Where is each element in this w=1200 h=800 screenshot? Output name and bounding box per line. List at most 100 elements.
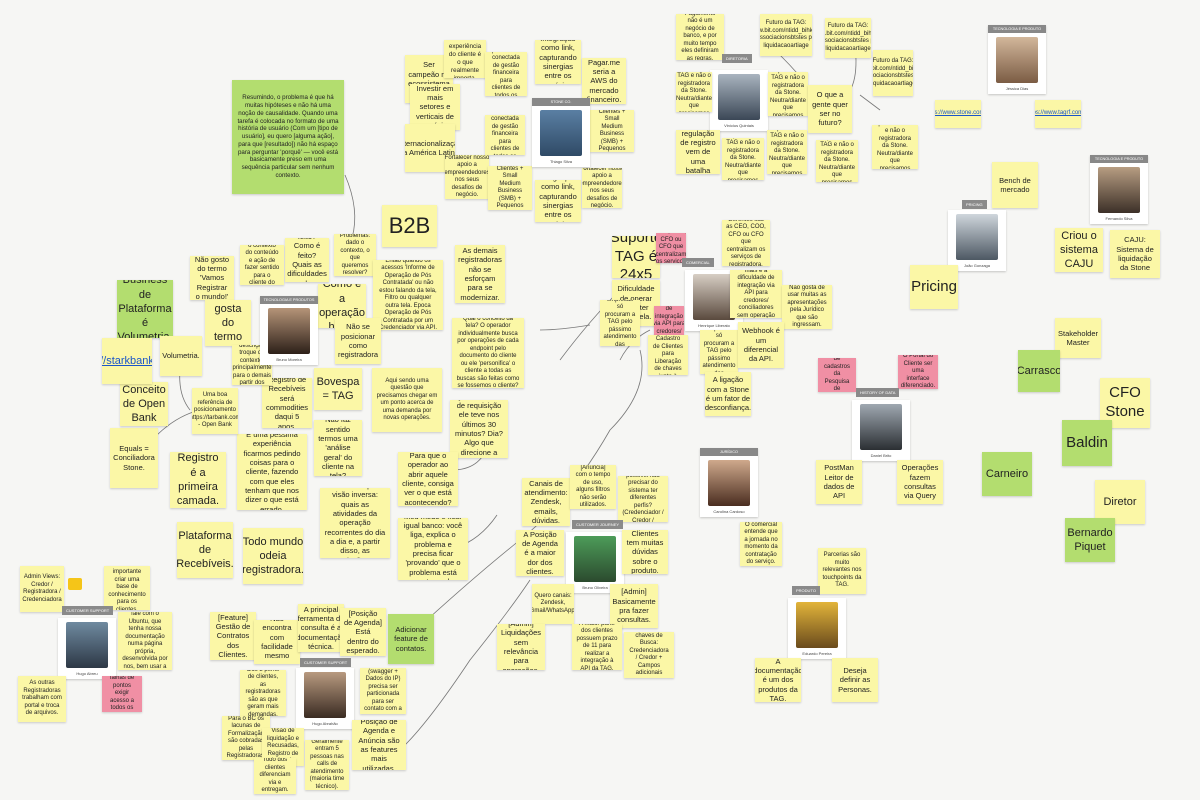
comment-icon[interactable] — [68, 578, 82, 590]
note-tarbank-link[interactable]: https://starkbank.com/ — [102, 338, 152, 384]
note-baldin[interactable]: Baldin — [1062, 420, 1112, 466]
note-stakeholder[interactable]: Stakeholder Master — [1055, 318, 1101, 358]
note-feature-cadastro[interactable]: [Feature] Pré-Cadastro de Clientes para … — [648, 335, 688, 375]
note-tag-nao[interactable]: A TAG tem que ter o TAG e não o registra… — [722, 138, 764, 180]
note-carrasco[interactable]: Carrasco — [1018, 350, 1060, 392]
note-criou[interactable]: Criou o sistema CAJU — [1055, 228, 1103, 272]
note-plataforma-receb[interactable]: Plataforma de Recebíveis. — [177, 522, 233, 578]
note-meu-desejo[interactable]: Meu desejo sincero, que já fale com o Ub… — [118, 612, 172, 670]
note-posicao-agenda[interactable]: A Posição de Agenda é a maior dor dos cl… — [516, 530, 564, 576]
note-carneiro[interactable]: Carneiro — [982, 452, 1032, 496]
note-small-text-3[interactable]: Foco nos Clientes + Small Medium Busines… — [590, 110, 634, 152]
note-auditoria[interactable]: Auditoria do Enquadre de cadastros da Pe… — [818, 358, 856, 392]
note-todo-mundo[interactable]: Todo mundo odeia registradora. — [243, 528, 303, 584]
note-todo-clientes[interactable]: Todo dos clientes diferenciam via e entr… — [254, 758, 296, 794]
profile-card-hugo-abrahao[interactable]: Hugo Abrahão — [296, 668, 354, 729]
profile-card-hugo[interactable]: Hugo Abreu — [58, 618, 116, 679]
note-admin-views[interactable]: Admin Views: Credor / Registradora / Cre… — [20, 566, 64, 612]
note-nao-faz-sentido[interactable]: Não faz sentido termos uma 'análise gera… — [314, 420, 362, 476]
profile-card-daniel[interactable]: Daniel Brito — [852, 400, 910, 461]
note-foco-clientes[interactable]: Foco nos Clientes + Small Medium Busines… — [488, 166, 532, 210]
note-posicao-esperado[interactable]: [Posição de Agenda] Está dentro do esper… — [340, 608, 386, 656]
note-aqui-sendo[interactable]: Aqui sendo uma questão que precisamos ch… — [372, 368, 442, 432]
note-portal[interactable]: O Portal do Cliente ser uma interface di… — [898, 355, 938, 389]
note-caju[interactable]: CAJU: Sistema de liquidação da Stone — [1110, 230, 1160, 278]
note-futuro-small[interactable]: Futuro da TAG: http://www.bit.com/ntidd_… — [825, 18, 871, 58]
note-integracao-1[interactable]: Integração como link, capturando sinergi… — [535, 40, 581, 84]
note-dir-6[interactable]: A TAG tem que ter o TAG e não o registra… — [872, 125, 918, 169]
note-o-que-feito[interactable]: O que é feito? Como é feito? Quais as di… — [285, 238, 329, 282]
note-comercial-small[interactable]: As empresas só procuram a TAG pelo pássi… — [700, 330, 738, 374]
note-regulacao[interactable]: A regulação de registro vem de uma batal… — [676, 130, 720, 174]
note-futuro-tag[interactable]: Futuro da TAG: http://www.bit.com/ntidd_… — [760, 14, 812, 56]
profile-card-thiago[interactable]: Stone Co. Thiago Silva — [532, 98, 590, 167]
note-dir-1[interactable]: A TAG tem que ter o TAG e não o registra… — [676, 72, 712, 112]
note-meu-medo[interactable]: Meu medo é ficar igual banco: você liga,… — [398, 518, 468, 580]
note-gerente[interactable]: Gerentes são as CEO, COO, CFO ou CFO que… — [722, 220, 770, 266]
note-suporte[interactable]: Suporte TAG é 24x5 — [612, 236, 660, 278]
note-canais[interactable]: Canais de atendimento: Zendesk, emails, … — [522, 478, 570, 526]
summary-note[interactable]: Resumindo, o problema é que há muitas hi… — [232, 80, 344, 194]
note-bovespa[interactable]: Bovespa = TAG — [314, 368, 362, 410]
note-posicao-agenda-2[interactable]: Posição de Agenda e Anúncia são as featu… — [352, 720, 406, 770]
note-link-1[interactable]: https://www.stone.com.br — [935, 100, 981, 128]
note-dir-2[interactable]: A TAG tem que ter o TAG e não o registra… — [768, 72, 808, 116]
note-parcerias[interactable]: Parcerias são muito relevantes nos touch… — [818, 548, 866, 594]
note-o-que-gente[interactable]: O que a gente quer ser no futuro? — [808, 85, 852, 133]
note-a-documentacao[interactable]: A documentação (swagger + Dados do IP) p… — [360, 668, 406, 714]
note-dir-3[interactable]: Futuro da TAG: http://www.bit.com/ntidd_… — [873, 50, 913, 96]
note-nao-gosta-usar[interactable]: Não gosta de usar muitas as apresentaçõe… — [782, 285, 832, 329]
note-qual-conceito[interactable]: Qual o conceito da tela? O operador indi… — [452, 318, 524, 388]
note-comercial[interactable]: O comercial entende que a jornada no mom… — [740, 522, 782, 566]
note-dos-3[interactable]: Dos 3 perfis de clientes, as registrador… — [240, 670, 286, 716]
note-maneira[interactable]: O que manca mais é a dificuldade de inte… — [730, 270, 782, 318]
note-registro-receb[interactable]: Registro de Recebíveis será commodities … — [262, 378, 312, 428]
note-webhook[interactable]: Webhook é um diferencial da API. — [738, 322, 784, 368]
profile-card-eduardo[interactable]: Eduardo Pereira — [788, 598, 846, 659]
note-pagamento[interactable]: Pagamento não é um negócio de banco, e p… — [676, 14, 724, 60]
note-equals[interactable]: Equals = Conciliadora Stone. — [110, 428, 158, 488]
note-bernardo[interactable]: Bernardo Piquet — [1065, 518, 1115, 562]
note-o-que-possivel[interactable]: O que é possível não precisar do sistema… — [618, 476, 668, 522]
note-diretor[interactable]: Diretor — [1095, 480, 1145, 524]
profile-card-joao[interactable]: João Gonzaga — [948, 210, 1006, 271]
profile-card-bruno[interactable]: Tecnologia e Produtos Bruno Moreira — [260, 296, 318, 365]
note-pessima[interactable]: É uma péssima experiência ficarmos pedin… — [237, 434, 307, 510]
note-volumetria[interactable]: Volumetria. — [160, 336, 202, 376]
note-quero-canais[interactable]: Quero canais: Zendesk, Gmail/WhatsApp. — [532, 584, 574, 624]
note-small-text-2[interactable]: Fortalecer nosso apoio a empreendedores … — [582, 168, 622, 208]
note-geralmente[interactable]: Geralmente entram 5 pessoas nas calls de… — [305, 740, 349, 790]
profile-card-bruno-oliveira[interactable]: Bruno Oliveira — [566, 532, 624, 593]
b2b-note[interactable]: B2B — [382, 205, 437, 247]
note-admin-liquid[interactable]: [Admin] Liquidações sem relevância para … — [497, 624, 545, 670]
note-dir-5[interactable]: A TAG tem que ter o TAG e não o registra… — [816, 140, 858, 182]
note-pink-2[interactable]: O que manca mais é a dificuldade de inte… — [654, 306, 684, 336]
note-ubuntu-falta[interactable]: Ubuntu falhas de pontos exigir acesso a … — [102, 676, 142, 712]
note-anuncia-enc[interactable]: [Anúncia] Não encontra com facilidade me… — [254, 620, 300, 664]
note-clientes-muitas[interactable]: Clientes tem muitas dúvidas sobre o prod… — [622, 530, 668, 574]
note-demais-reg[interactable]: As demais registradoras não se esforçam … — [455, 245, 505, 303]
note-link-2[interactable]: https://www.tagrf.com.br — [1035, 100, 1081, 128]
note-postman[interactable]: PostMan Leitor de dados de API — [816, 460, 862, 504]
note-operacoes[interactable]: Operações fazem consultas via Query — [897, 460, 943, 504]
note-cfo[interactable]: CFO Stone — [1100, 378, 1150, 428]
note-uma-boa-ref[interactable]: Uma boa referência de posicionamento htt… — [192, 388, 238, 434]
note-small-text-1[interactable]: Construir a plataforma conectada de gest… — [485, 115, 525, 155]
note-feature-gestao[interactable]: [Feature] Gestão de Contratos dos Client… — [210, 612, 256, 660]
note-construir-plataforma[interactable]: Construir a plataforma conectada de gest… — [485, 52, 527, 96]
note-quantos-erros[interactable]: Quantos erros de requisição ele teve nos… — [450, 400, 508, 458]
note-principal-ferr[interactable]: A principal ferramenta de consulta é a d… — [298, 604, 344, 652]
note-bench[interactable]: Bench de mercado — [992, 162, 1038, 208]
note-experiencia[interactable]: A experiência do cliente é o que realmen… — [444, 40, 486, 78]
note-nao-posicionar[interactable]: Não se posicionar como registradora — [335, 318, 381, 364]
note-pink-1[interactable]: Gerentes são as CEO, COO, CFO ou CFO que… — [656, 233, 686, 263]
note-ligacao[interactable]: A ligação com a Stone é um fator de desc… — [705, 372, 751, 416]
profile-card-vinicius[interactable]: Vinícius Quintais — [710, 70, 768, 131]
note-maior-parte[interactable]: A maior parte dos clientes possuem prazo… — [572, 624, 622, 670]
note-nao-gosta-imf[interactable]: Não gosta do termo IMF — [205, 300, 251, 346]
note-business[interactable]: Business de Plataforma é Volumetria. — [117, 280, 173, 338]
note-principais[interactable]: Principais chaves de Busca: Credenciador… — [624, 632, 674, 678]
profile-card-fernando[interactable]: Tecnologia e Produto Fernando Silva — [1090, 155, 1148, 224]
note-as-outras[interactable]: As outras Registradoras trabalham com po… — [18, 676, 66, 722]
